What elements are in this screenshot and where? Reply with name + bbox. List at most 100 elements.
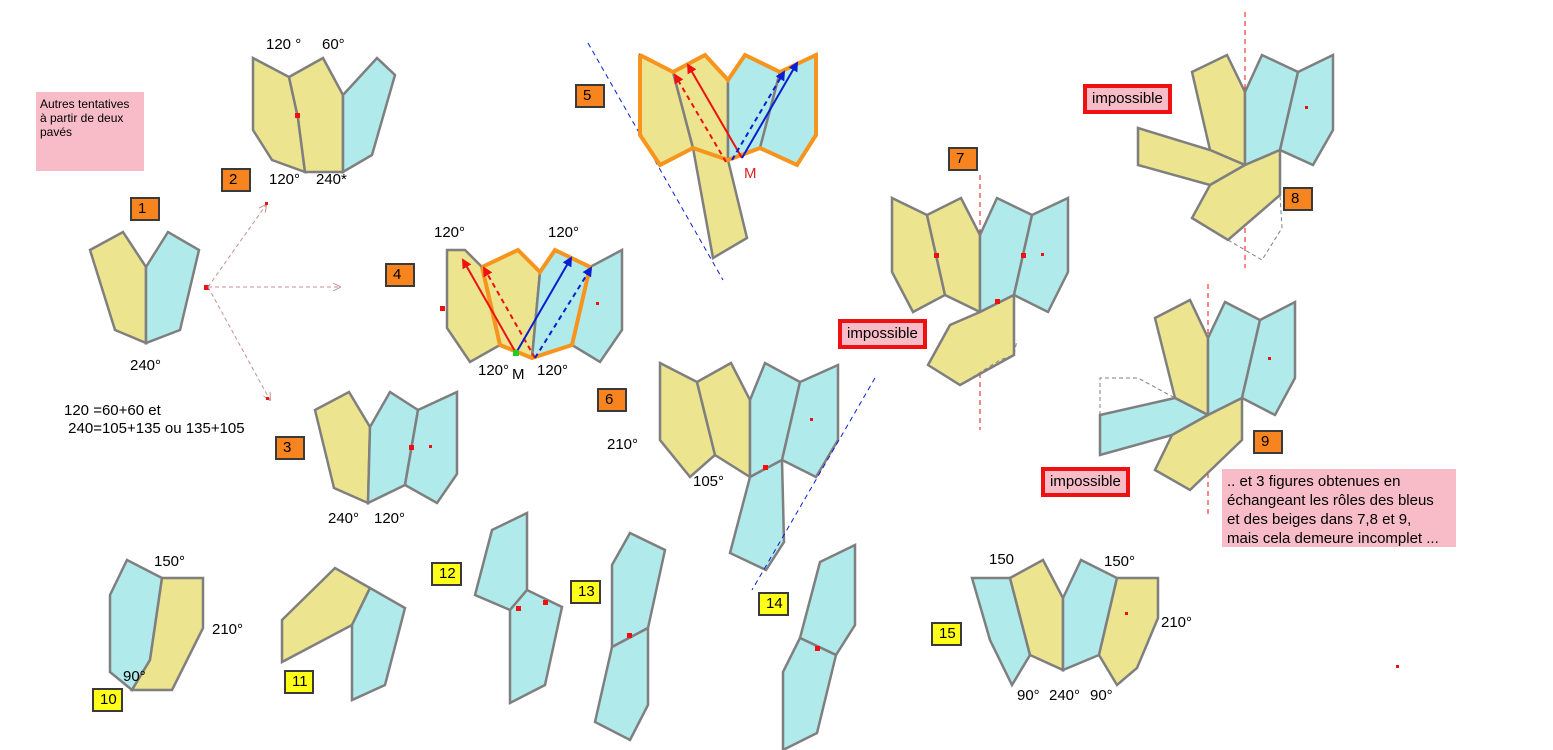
- figure-number-3: 3: [275, 436, 305, 460]
- angle-label: 120°: [374, 510, 406, 527]
- angle-label: 120 °: [266, 36, 302, 53]
- figure-number-13: 13: [570, 580, 601, 604]
- tile-beige: [890, 196, 947, 314]
- center-dot: [1021, 253, 1026, 258]
- figure-number-15: 15: [931, 622, 962, 646]
- tile-beige: [1097, 576, 1160, 687]
- center-dot: [1305, 106, 1308, 109]
- angle-label: 120°: [434, 224, 466, 241]
- center-dot: [596, 302, 599, 305]
- angle-label: 210°: [212, 621, 244, 638]
- center-dot: [440, 306, 445, 311]
- tile-beige: [313, 390, 372, 505]
- figure-number-10: 10: [92, 688, 123, 712]
- tile-blue: [508, 588, 564, 706]
- figure-number-5: 5: [575, 84, 605, 108]
- tile-blue: [728, 457, 786, 572]
- angle-label: 150°: [1104, 553, 1136, 570]
- stray-dot: [1396, 665, 1399, 668]
- tile-blue: [341, 56, 397, 175]
- angle-label: 210°: [1161, 614, 1193, 631]
- figure-number-11: 11: [284, 670, 314, 694]
- figure-number-2: 2: [221, 168, 251, 192]
- note-line: à partir de deux: [40, 111, 124, 125]
- figure-9: [1098, 284, 1297, 515]
- figure-number-1: 1: [130, 197, 160, 221]
- angle-label: 120°: [269, 171, 301, 188]
- arrow-blue: [741, 61, 799, 159]
- figure-10: [108, 558, 205, 692]
- center-dot: [295, 113, 300, 118]
- center-dot: [409, 445, 414, 450]
- figure-5: [587, 42, 818, 281]
- figure-14: [781, 543, 857, 750]
- tile-blue: [610, 531, 667, 650]
- impossible-label-7: impossible: [838, 319, 927, 349]
- impossible-label-9: impossible: [1041, 467, 1130, 497]
- tile-beige: [1153, 395, 1244, 492]
- figure-11: [280, 566, 407, 702]
- center-dot: [543, 600, 548, 605]
- point-m-label: M: [744, 165, 757, 182]
- tile-blue: [798, 543, 857, 657]
- tile-blue: [970, 576, 1032, 688]
- stray-dot: [265, 202, 268, 205]
- tile-beige: [1153, 298, 1210, 418]
- figure-12: [473, 511, 564, 706]
- formula-line-1: 120 =60+60 et: [64, 402, 161, 419]
- center-dot: [429, 445, 432, 448]
- dashed-axis: [751, 377, 876, 591]
- angle-label: 150°: [154, 553, 186, 570]
- angle-label: 240*: [316, 171, 347, 188]
- figure-3: [313, 390, 459, 506]
- arrow-blue-dashed: [731, 70, 786, 161]
- angle-label: 90°: [1017, 687, 1040, 704]
- angle-label: 240°: [1049, 687, 1081, 704]
- note-line: pavés: [40, 125, 73, 139]
- tile-blue: [781, 636, 838, 750]
- figure-8: [1136, 12, 1335, 268]
- tile-blue: [473, 511, 529, 612]
- figure-number-9: 9: [1253, 430, 1283, 454]
- arrow-red: [686, 63, 743, 159]
- center-dot: [815, 646, 820, 651]
- figure-13: [593, 531, 667, 742]
- center-dot: [763, 465, 768, 470]
- angle-label: 90°: [1090, 687, 1113, 704]
- angle-label: M: [512, 366, 525, 383]
- tile-beige: [88, 230, 148, 345]
- impossible-label-8: impossible: [1083, 84, 1172, 114]
- figure-7: [890, 175, 1070, 430]
- figure-number-7: 7: [948, 147, 978, 171]
- angle-label: 150: [989, 551, 1015, 568]
- note-exchange: .. et 3 figures obtenues en échangeant l…: [1222, 469, 1456, 547]
- center-dot: [1268, 357, 1271, 360]
- figure-number-12: 12: [431, 562, 462, 586]
- arrow-to-2: [207, 205, 266, 288]
- angle-label: 90°: [123, 668, 146, 685]
- note-line: échangeant les rôles des bleus: [1227, 492, 1434, 509]
- outline-orange: [638, 51, 818, 168]
- center-dot: [995, 299, 1000, 304]
- angle-label: 105°: [693, 473, 725, 490]
- angle-label: 240°: [328, 510, 360, 527]
- figure-1: [88, 205, 340, 400]
- center-dot: [810, 418, 813, 421]
- figure-number-8: 8: [1283, 187, 1313, 211]
- tile-blue: [593, 625, 650, 742]
- center-dot: [204, 285, 209, 290]
- center-dot: [1125, 612, 1128, 615]
- tile-blue: [350, 586, 407, 702]
- angle-label: 240°: [130, 357, 162, 374]
- stray-dot: [266, 397, 269, 400]
- figure-15: [970, 558, 1160, 688]
- ghost-outline: [1227, 194, 1283, 261]
- arrow-blue: [515, 256, 573, 354]
- figure-2: [251, 55, 397, 175]
- angle-label: 60°: [322, 36, 345, 53]
- angle-label: 120°: [537, 362, 569, 379]
- center-dot: [934, 253, 939, 258]
- note-line: Autres tentatives: [40, 97, 130, 111]
- tile-blue: [144, 230, 201, 345]
